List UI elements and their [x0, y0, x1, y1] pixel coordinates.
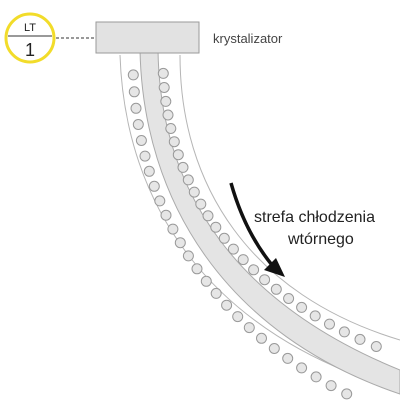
- outer-roller: [160, 209, 172, 221]
- inner-roller: [248, 264, 260, 276]
- inner-roller: [210, 221, 222, 233]
- arrowhead: [264, 258, 285, 277]
- outer-roller: [232, 311, 244, 323]
- outer-roller: [135, 135, 147, 146]
- outer-roller: [182, 250, 194, 262]
- outer-roller: [128, 86, 140, 98]
- outer-roller: [282, 352, 294, 364]
- inner-roller: [218, 232, 230, 244]
- inner-roller: [195, 198, 207, 210]
- outer-roller: [200, 275, 212, 287]
- inner-roller: [202, 210, 214, 222]
- outer-roller: [341, 388, 353, 400]
- zone-label-line2: wtórnego: [287, 231, 354, 248]
- outer-roller: [310, 371, 322, 383]
- inner-roller: [296, 301, 308, 313]
- outer-roller: [296, 362, 308, 374]
- outer-roller: [143, 165, 155, 177]
- outer-roller: [174, 237, 186, 249]
- mold-block: [95, 21, 200, 54]
- inner-roller: [370, 341, 382, 352]
- outer-roller: [325, 380, 337, 392]
- inner-roller: [172, 149, 184, 161]
- inner-roller: [162, 109, 174, 121]
- outer-roller: [256, 332, 267, 344]
- inner-roller: [157, 67, 169, 79]
- outer-roller: [191, 263, 203, 275]
- outer-roller: [268, 343, 280, 354]
- outer-roller: [221, 299, 233, 311]
- rollers-inner-row: [157, 67, 382, 352]
- outer-roller: [132, 119, 144, 130]
- outer-roller: [167, 223, 179, 235]
- inner-roller: [259, 274, 271, 286]
- inner-roller: [227, 243, 239, 255]
- inner-roller: [158, 82, 170, 93]
- inner-roller: [354, 333, 366, 345]
- inner-roller: [165, 123, 177, 134]
- flow-direction-arrow: [229, 182, 274, 267]
- inner-roller: [182, 174, 194, 186]
- inner-roller: [188, 186, 200, 198]
- outer-roller: [210, 287, 222, 299]
- instrument-tag-top: LT: [24, 22, 36, 34]
- inner-roller: [324, 318, 335, 330]
- inner-roller: [160, 95, 172, 107]
- inner-roller: [237, 254, 249, 266]
- outer-roller: [130, 102, 142, 114]
- outer-roller: [139, 150, 151, 162]
- mold-label: krystalizator: [213, 31, 283, 46]
- inner-roller: [338, 326, 350, 338]
- outer-roller: [243, 322, 255, 334]
- rollers-outer-row: [127, 69, 353, 400]
- zone-label-line1: strefa chłodzenia: [254, 209, 375, 226]
- inner-roller: [177, 161, 189, 173]
- inner-roller: [309, 310, 321, 322]
- inner-roller: [283, 293, 295, 304]
- inner-roller: [168, 136, 180, 148]
- outer-guide-line-right: [179, 54, 400, 341]
- inner-roller: [270, 283, 282, 295]
- outer-roller: [127, 69, 139, 81]
- instrument-tag-number: 1: [25, 40, 35, 60]
- outer-roller: [148, 180, 160, 192]
- outer-roller: [154, 195, 166, 207]
- instrument-bubble: [4, 12, 56, 64]
